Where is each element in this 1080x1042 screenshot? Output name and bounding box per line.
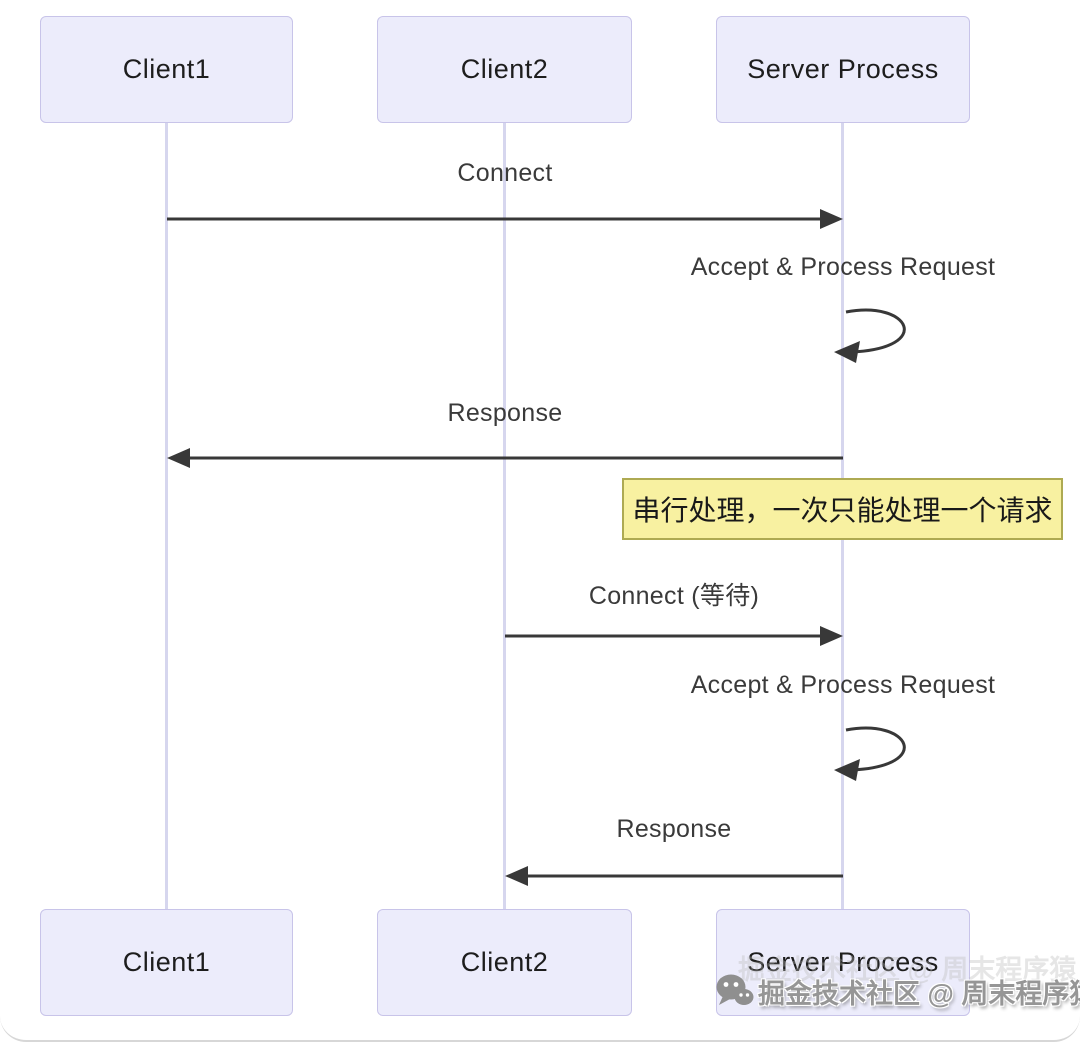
actor-top-client1: Client1 xyxy=(40,16,293,123)
arrow-connect-wait-client2-server xyxy=(505,626,843,646)
actor-label: Client2 xyxy=(460,54,549,84)
actor-bottom-server-process: Server Process xyxy=(716,909,970,1016)
actor-label: Client1 xyxy=(122,947,211,977)
message-label-connect-wait: Connect (等待) xyxy=(588,582,760,610)
note-box: 串行处理，一次只能处理一个请求 xyxy=(622,478,1063,540)
message-label-response-2: Response xyxy=(616,815,732,843)
note-text: 串行处理，一次只能处理一个请求 xyxy=(632,495,1053,526)
wechat-icon xyxy=(716,974,754,1005)
lifeline-client1 xyxy=(165,123,168,909)
lifeline-client2 xyxy=(503,123,506,909)
message-label-connect: Connect xyxy=(457,159,553,187)
message-label-response-1: Response xyxy=(447,399,563,427)
actor-label: Client1 xyxy=(122,54,211,84)
actor-label: Server Process xyxy=(747,54,939,84)
watermark-ghost: 掘金技术社区 @ 周末程序猿 xyxy=(738,955,1077,985)
actor-label: Server Process xyxy=(747,947,939,977)
actor-bottom-client2: Client2 xyxy=(377,909,632,1016)
arrow-response-server-client2 xyxy=(505,866,843,886)
actor-bottom-client1: Client1 xyxy=(40,909,293,1016)
self-loop-arrow-2 xyxy=(834,726,906,781)
actor-top-client2: Client2 xyxy=(377,16,632,123)
self-loop-arrow-1 xyxy=(834,308,906,363)
watermark-text: 掘金技术社区 @ 周末程序猿 xyxy=(758,978,1080,1009)
message-label-accept-process-2: Accept & Process Request xyxy=(690,671,996,699)
message-label-accept-process-1: Accept & Process Request xyxy=(690,253,996,281)
actor-top-server-process: Server Process xyxy=(716,16,970,123)
actor-label: Client2 xyxy=(460,947,549,977)
page-bottom-edge xyxy=(0,1014,1080,1042)
watermark: 掘金技术社区 @ 周末程序猿 xyxy=(714,970,1080,1012)
